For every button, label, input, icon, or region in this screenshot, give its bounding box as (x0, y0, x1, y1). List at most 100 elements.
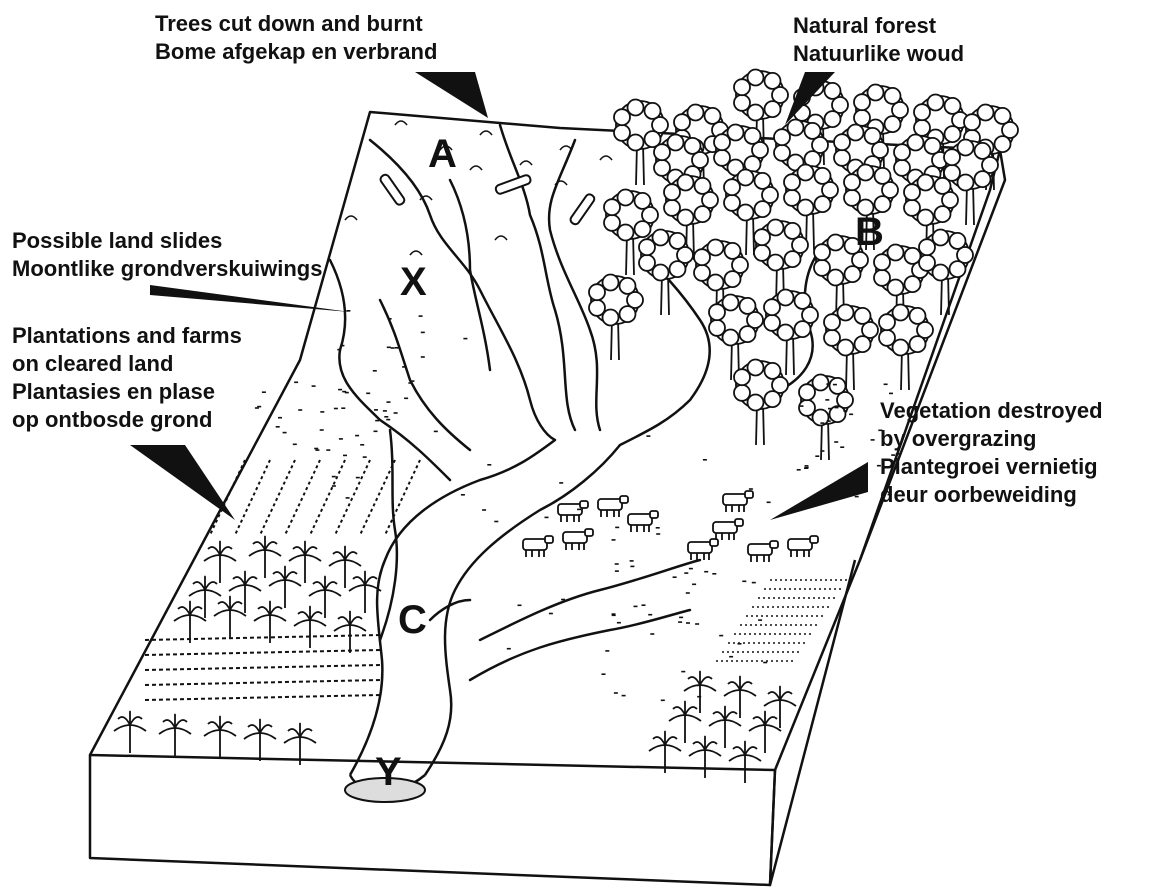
soil-dot (374, 409, 378, 411)
soil-dot (889, 393, 893, 395)
soil-dot (630, 560, 634, 562)
soil-dot (341, 407, 345, 409)
canopy-lobe (774, 145, 790, 161)
soil-dot (402, 366, 406, 368)
soil-dot (373, 370, 377, 372)
palm-frond (190, 607, 202, 615)
soil-dot (648, 614, 652, 616)
soil-dot (729, 656, 733, 658)
palm-tree (309, 577, 341, 619)
canopy-lobe (618, 225, 634, 241)
palm-frond (220, 547, 232, 555)
soil-dot (681, 671, 685, 673)
canopy-lobe (708, 275, 724, 291)
canopy-lobe (914, 120, 930, 136)
soil-dot (518, 605, 522, 607)
soil-dot (752, 582, 756, 584)
canopy-lobe (645, 103, 661, 119)
canopy-lobe (798, 200, 814, 216)
canopy-lobe (754, 229, 770, 245)
soil-dot (355, 435, 359, 437)
soil-dot (561, 599, 565, 601)
label-land-slides-af: Moontlike grondverskuiwings (12, 255, 322, 283)
palm-frond (700, 685, 716, 691)
palm-frond (288, 729, 300, 737)
canopy-lobe (830, 378, 846, 394)
canopy-lobe (825, 83, 841, 99)
soil-dot (656, 527, 660, 529)
canopy-lobe (893, 305, 909, 321)
canopy-lobe (784, 174, 800, 190)
marker-c: C (398, 600, 427, 640)
soil-dot (815, 455, 819, 457)
canopy-lobe (868, 85, 884, 101)
soil-dot (834, 441, 838, 443)
palm-frond (780, 700, 796, 706)
palm-frond (130, 717, 142, 725)
soil-dot (605, 650, 609, 652)
soil-dot (363, 456, 367, 458)
palm-frond (749, 725, 765, 731)
palm-frond (653, 737, 665, 745)
canopy-lobe (778, 290, 794, 306)
cow-head (545, 536, 553, 543)
palm-frond (310, 612, 322, 620)
soil-dot (855, 496, 859, 498)
palm-frond (309, 590, 325, 596)
canopy-lobe (695, 178, 711, 194)
palm-frond (265, 550, 281, 556)
palm-frond (729, 755, 745, 761)
label-natural-forest-af: Natuurlike woud (793, 40, 964, 68)
soil-dot (742, 581, 746, 583)
canopy-lobe (995, 136, 1011, 152)
palm-frond (780, 692, 792, 700)
soil-dot (615, 570, 619, 572)
soil-dot (395, 347, 399, 349)
palm-frond (725, 720, 741, 726)
label-natural-forest-en: Natural forest (793, 12, 964, 40)
soil-dot (346, 310, 350, 312)
palm-frond (765, 717, 777, 725)
canopy-lobe (995, 108, 1011, 124)
canopy-lobe (654, 144, 670, 160)
palm-frond (220, 730, 236, 736)
canopy-lobe (628, 135, 644, 151)
soil-dot (404, 398, 408, 400)
canopy-lobe (885, 116, 901, 132)
canopy-lobe (845, 266, 861, 282)
palm-frond (214, 610, 230, 616)
palm-frond (764, 700, 780, 706)
soil-dot (622, 695, 626, 697)
palm-frond (205, 590, 221, 596)
canopy-lobe (904, 200, 920, 216)
palm-frond (310, 620, 326, 626)
soil-dot (630, 566, 634, 568)
soil-dot (684, 572, 688, 574)
canopy-lobe (765, 73, 781, 89)
palm-frond (649, 745, 665, 751)
soil-dot (332, 476, 336, 478)
soil-dot (697, 696, 701, 698)
canopy-lobe (825, 111, 841, 127)
canopy-lobe (708, 240, 724, 256)
canopy-lobe (905, 276, 921, 292)
label-overgrazing-line4: deur oorbeweiding (880, 481, 1103, 509)
cow-legs (751, 555, 769, 562)
soil-dot (656, 533, 660, 535)
canopy-lobe (748, 70, 764, 86)
soil-dot (719, 635, 723, 637)
palm-frond (338, 617, 350, 625)
canopy-lobe (738, 170, 754, 186)
soil-dot (749, 488, 753, 490)
palm-frond (765, 725, 781, 731)
cow-legs (601, 510, 619, 517)
soil-dot (828, 408, 832, 410)
palm-tree (244, 720, 276, 762)
palm-frond (685, 715, 701, 721)
soil-dot (339, 438, 343, 440)
soil-dot (366, 393, 370, 395)
canopy-lobe (945, 126, 961, 142)
soil-dot (840, 446, 844, 448)
canopy-lobe (765, 101, 781, 117)
canopy-lobe (740, 326, 756, 342)
